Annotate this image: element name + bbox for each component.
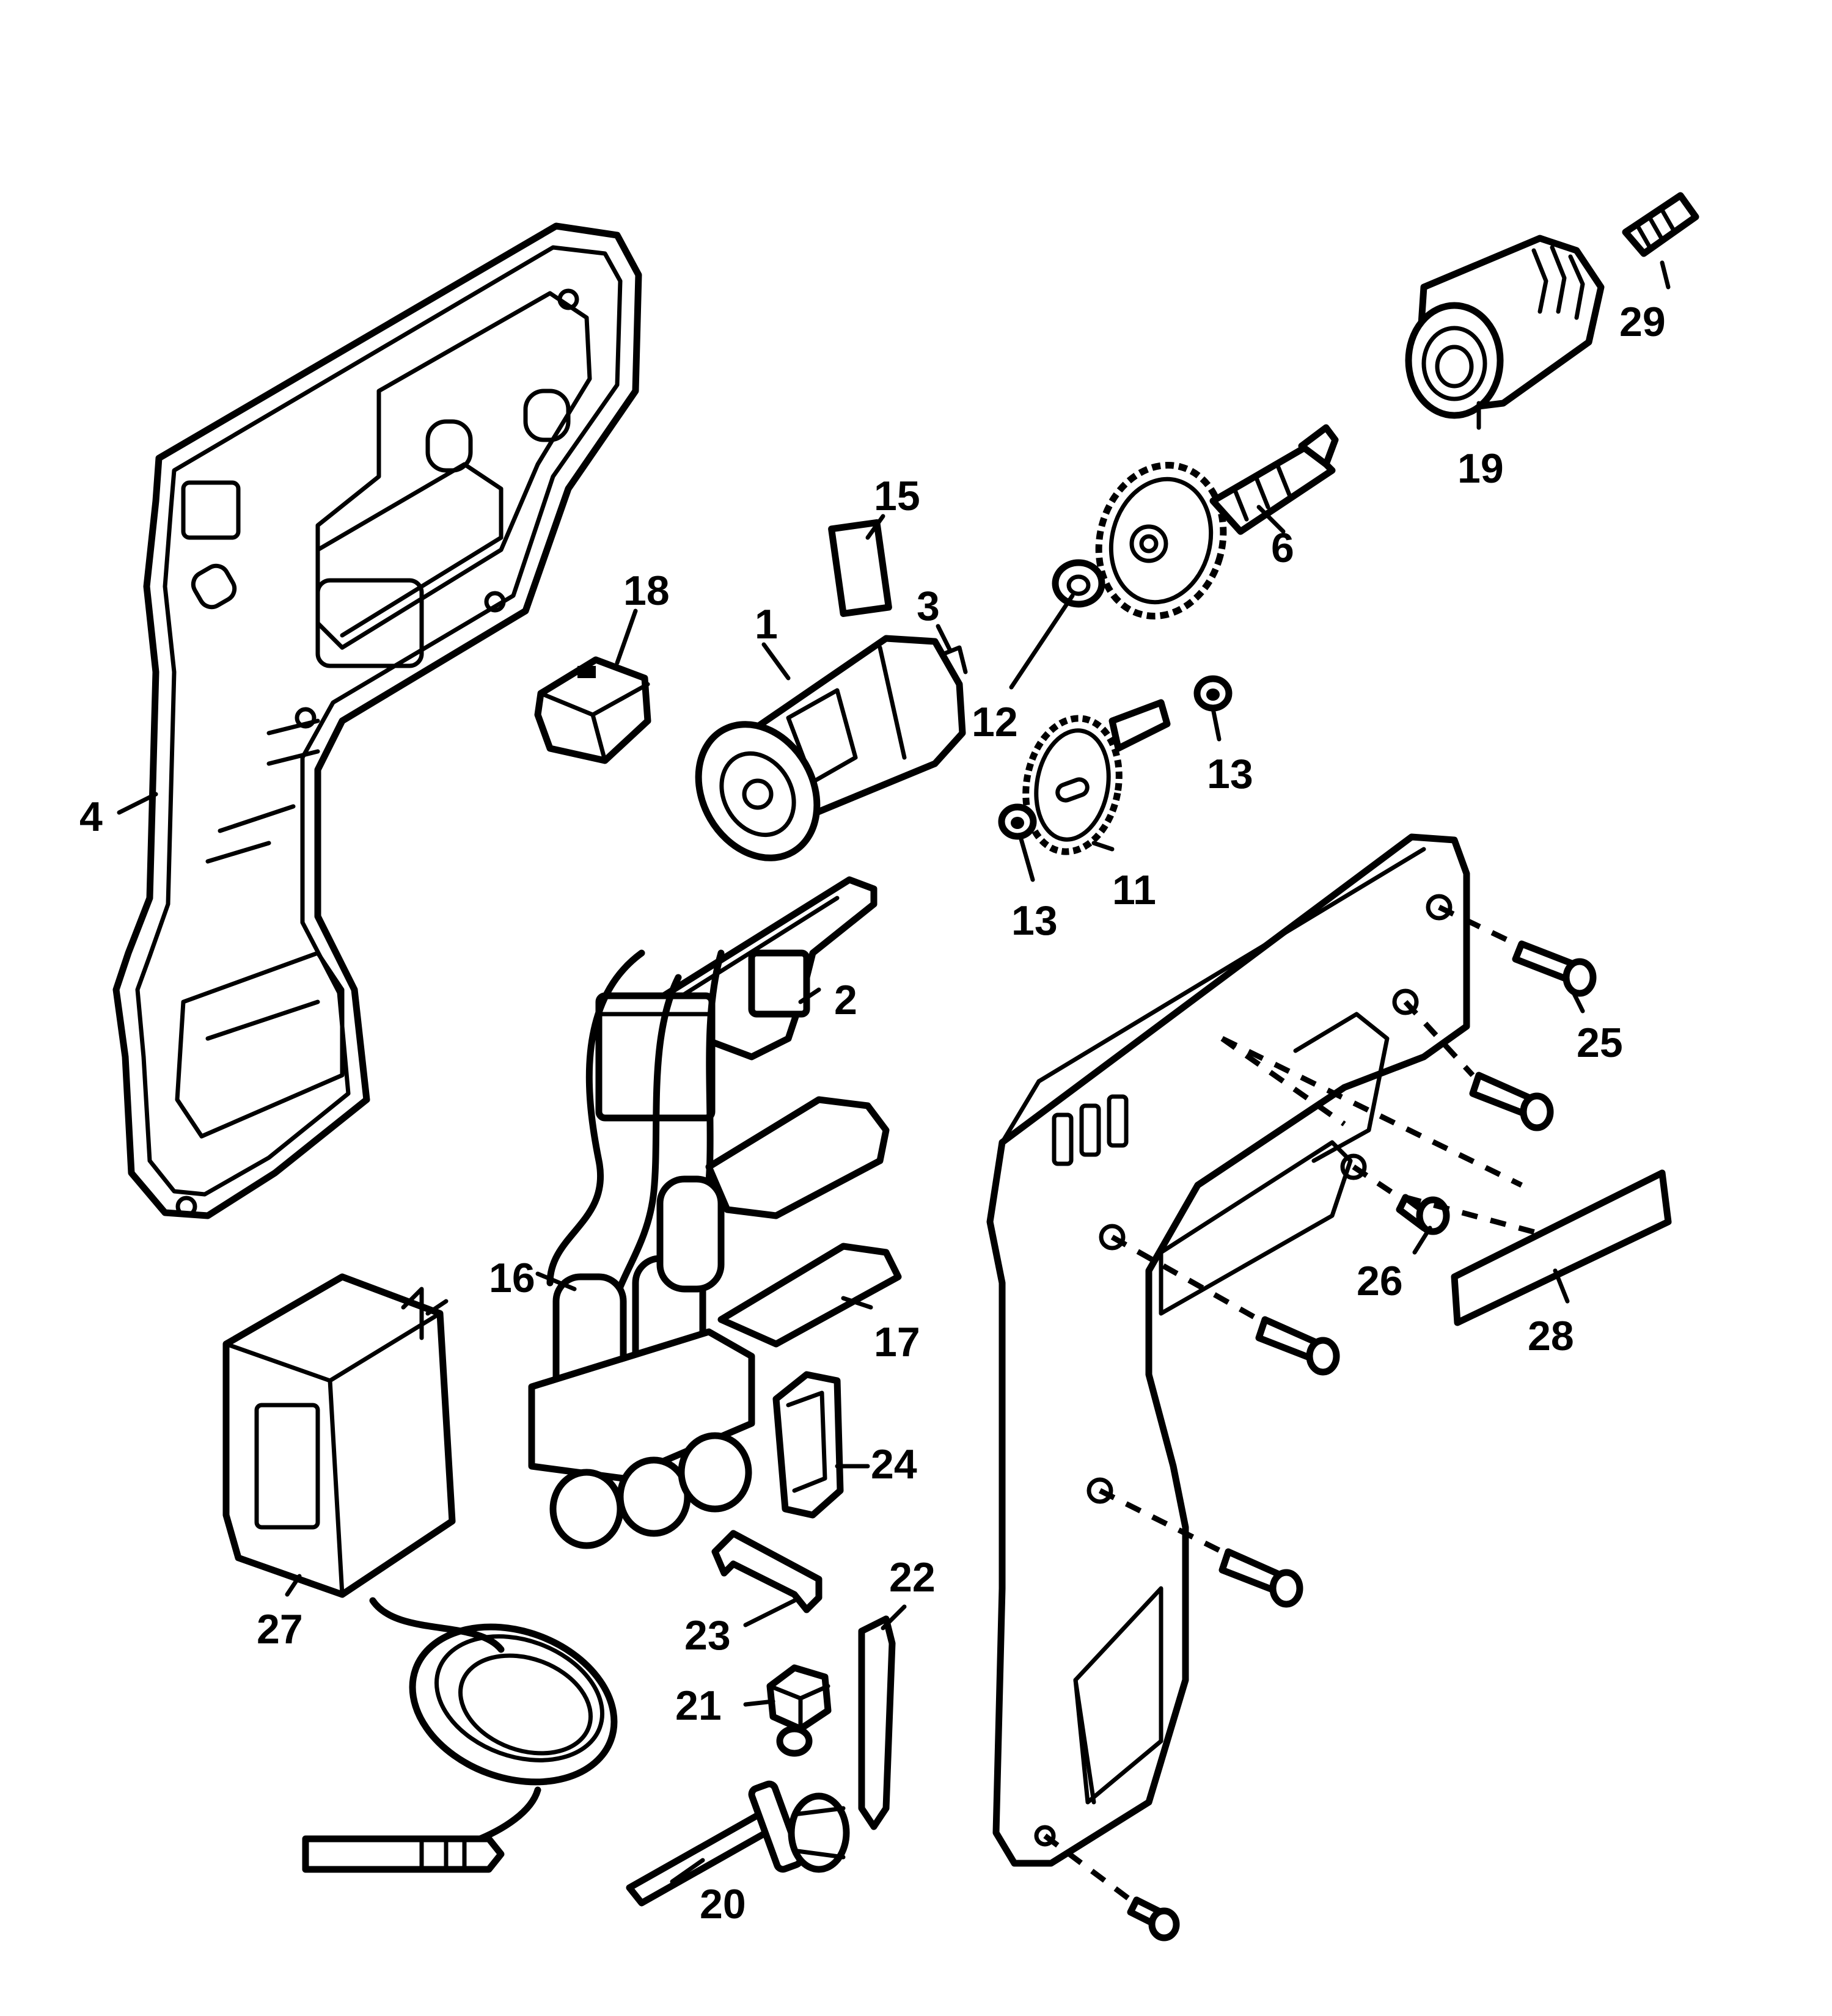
callout-11: 11 [1112,867,1156,913]
bushing-upper [1193,675,1233,712]
callout-15: 15 [874,473,920,519]
left-housing-half [112,222,642,1219]
callout-29: 29 [1619,299,1666,345]
callout-16: 16 [489,1255,535,1301]
screwdriver-bit [858,1615,896,1830]
callout-28: 28 [1528,1313,1574,1359]
motor [695,635,968,861]
callout-27: 27 [257,1606,303,1653]
battery-clip [772,1371,844,1519]
small-clip [766,1664,832,1733]
battery-pack [528,949,755,1549]
intermediate-gear [1022,699,1171,855]
charger [222,1273,618,1873]
assembly-lines [1043,904,1566,1902]
label-plate [828,519,892,617]
callout-24: 24 [871,1441,917,1488]
callout-17: 17 [874,1319,920,1365]
callout-13b: 13 [1011,897,1058,944]
callout-12: 12 [972,699,1018,745]
bushing-lower [998,803,1037,840]
terminal-strips [705,1096,902,1348]
callout-20: 20 [700,1881,746,1927]
chuck-key [626,1725,850,1907]
right-housing-half [986,833,1470,1867]
drill-chuck [1405,235,1605,419]
label-strip [1451,1169,1672,1326]
callout-2: 2 [834,977,857,1023]
callout-26: 26 [1357,1258,1403,1304]
callout-22: 22 [889,1554,936,1601]
callout-6: 6 [1271,525,1294,571]
housing-screws [1127,940,1597,1941]
callout-19: 19 [1457,445,1504,492]
output-gear [1095,424,1339,619]
callout-25: 25 [1577,1020,1623,1066]
switch-block [534,656,651,764]
callout-4: 4 [79,794,103,840]
callout-3: 3 [917,583,940,629]
spacer-washer [1052,559,1105,608]
bracket [711,1530,823,1613]
callout-labels: 1 2 3 4 6 11 12 13 13 15 16 17 18 19 20 … [79,299,1666,1927]
chuck-screw [1622,192,1699,257]
callout-13a: 13 [1207,751,1253,797]
callout-23: 23 [684,1612,731,1659]
callout-1: 1 [755,601,778,648]
leader-lines [117,260,1671,1884]
callout-21: 21 [675,1682,722,1729]
switch-trigger-assembly [595,876,878,1122]
callout-18: 18 [623,568,670,614]
